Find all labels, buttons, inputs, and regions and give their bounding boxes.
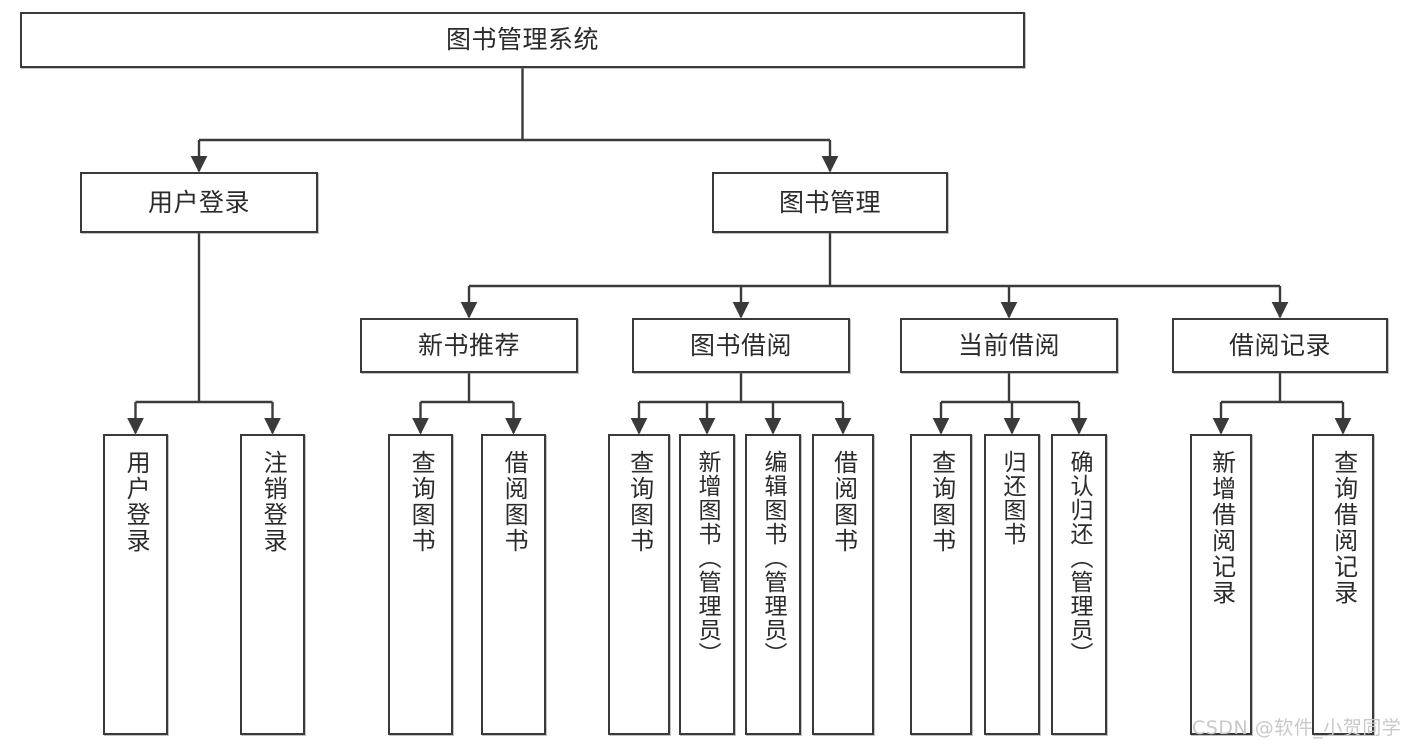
node-label: 确认归还（管理员） bbox=[1066, 450, 1093, 666]
node-label: 用户登录 bbox=[147, 187, 250, 217]
node-l3-a2[interactable]: 注销登录 bbox=[240, 434, 305, 735]
node-l3-c1[interactable]: 查询图书 bbox=[608, 434, 670, 735]
node-l3-d3[interactable]: 确认归还（管理员） bbox=[1051, 434, 1107, 735]
node-label: 新书推荐 bbox=[417, 330, 520, 360]
node-label: 图书借阅 bbox=[689, 330, 792, 360]
node-label: 借阅记录 bbox=[1228, 330, 1331, 360]
node-label: 借阅图书 bbox=[829, 450, 858, 554]
node-label: 查询图书 bbox=[407, 450, 436, 554]
node-l2-record[interactable]: 借阅记录 bbox=[1172, 318, 1388, 373]
node-l2-new[interactable]: 新书推荐 bbox=[360, 318, 578, 373]
node-l3-a1[interactable]: 用户登录 bbox=[103, 434, 168, 735]
node-l3-c2[interactable]: 新增图书（管理员） bbox=[679, 434, 735, 735]
node-label: 当前借阅 bbox=[957, 330, 1060, 360]
node-l3-b1[interactable]: 查询图书 bbox=[388, 434, 453, 735]
node-label: 查询图书 bbox=[625, 450, 654, 554]
node-l3-b2[interactable]: 借阅图书 bbox=[481, 434, 546, 735]
node-l2-current[interactable]: 当前借阅 bbox=[900, 318, 1118, 373]
node-label: 注销登录 bbox=[259, 450, 288, 554]
node-label: 新增借阅记录 bbox=[1207, 450, 1236, 606]
watermark: CSDN @软件_小贺同学 bbox=[1192, 717, 1402, 739]
node-label: 图书管理 bbox=[778, 187, 881, 217]
node-label: 查询借阅记录 bbox=[1329, 450, 1358, 606]
node-label: 用户登录 bbox=[122, 450, 151, 554]
node-l1-login[interactable]: 用户登录 bbox=[80, 172, 318, 233]
node-l2-borrow[interactable]: 图书借阅 bbox=[632, 318, 850, 373]
node-label: 归还图书 bbox=[999, 450, 1026, 546]
node-l1-book[interactable]: 图书管理 bbox=[712, 172, 948, 233]
node-label: 图书管理系统 bbox=[445, 25, 599, 55]
node-label: 查询图书 bbox=[927, 450, 956, 554]
node-l3-d1[interactable]: 查询图书 bbox=[910, 434, 972, 735]
node-root[interactable]: 图书管理系统 bbox=[20, 12, 1025, 68]
node-label: 借阅图书 bbox=[500, 450, 529, 554]
node-l3-c3[interactable]: 编辑图书（管理员） bbox=[745, 434, 801, 735]
node-l3-e2[interactable]: 查询借阅记录 bbox=[1312, 434, 1374, 735]
node-l3-e1[interactable]: 新增借阅记录 bbox=[1190, 434, 1252, 735]
node-l3-d2[interactable]: 归还图书 bbox=[984, 434, 1040, 735]
node-label: 新增图书（管理员） bbox=[694, 450, 721, 666]
node-label: 编辑图书（管理员） bbox=[760, 450, 787, 666]
node-l3-c4[interactable]: 借阅图书 bbox=[812, 434, 874, 735]
